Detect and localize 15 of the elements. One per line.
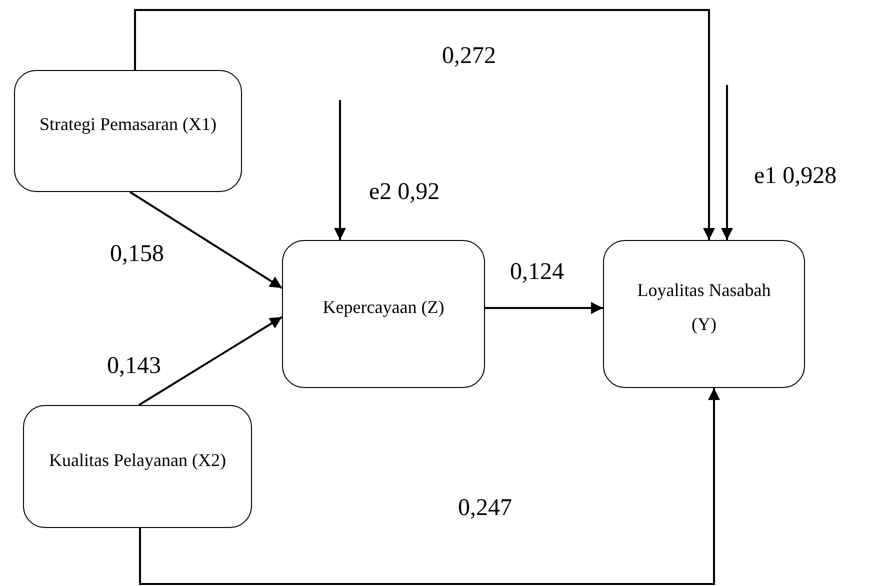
arrow <box>138 316 283 406</box>
rounded-box <box>282 240 485 388</box>
arrow <box>334 100 346 240</box>
arrow <box>485 302 603 314</box>
rounded-box <box>23 405 252 528</box>
box-label: Strategi Pemasaran (X1) <box>40 113 216 136</box>
arrow <box>139 388 720 585</box>
rounded-box <box>14 70 242 192</box>
arrow <box>721 85 733 240</box>
rounded-box <box>603 240 805 388</box>
box-label: Kualitas Pelayanan (X2) <box>49 448 226 472</box>
box-label: Loyalitas Nasabah (Y) <box>636 279 772 336</box>
arrow <box>129 191 283 289</box>
box-label: Kepercayaan (Z) <box>322 296 444 319</box>
arrow <box>134 9 715 240</box>
